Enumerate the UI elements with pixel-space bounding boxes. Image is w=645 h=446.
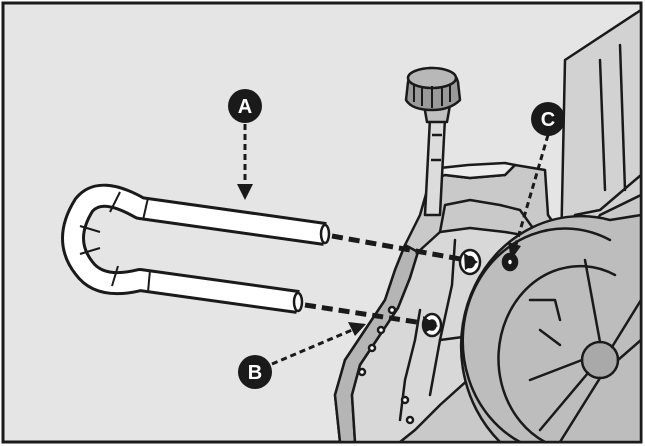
adjustment-knob — [404, 66, 462, 217]
leader-b-arrowhead — [348, 322, 366, 336]
callout-a-badge — [228, 89, 262, 123]
insertion-guides — [304, 233, 467, 326]
leader-c-arrowhead — [508, 242, 521, 260]
u-shaped-tube — [61, 183, 331, 314]
callout-c-letter: C — [541, 109, 555, 131]
callout-b-letter: B — [248, 362, 262, 384]
leader-arrowheads — [237, 184, 521, 336]
upper-insertion-arrowhead — [464, 253, 478, 270]
callout-c-badge — [531, 102, 565, 136]
lower-insertion-guide — [304, 302, 424, 326]
callout-a: A — [228, 89, 262, 123]
upper-insertion-guide — [331, 233, 467, 263]
callout-b-badge — [238, 355, 272, 389]
lower-insertion-arrowhead — [423, 316, 438, 333]
leader-b — [271, 328, 353, 366]
insertion-arrowheads — [423, 253, 478, 333]
machine-housing — [333, 8, 643, 444]
callout-a-letter: A — [238, 96, 252, 118]
callout-b: B — [238, 355, 272, 389]
callout-leaders — [243, 124, 550, 366]
callout-c: C — [531, 102, 565, 136]
leader-a-arrowhead — [237, 184, 253, 200]
